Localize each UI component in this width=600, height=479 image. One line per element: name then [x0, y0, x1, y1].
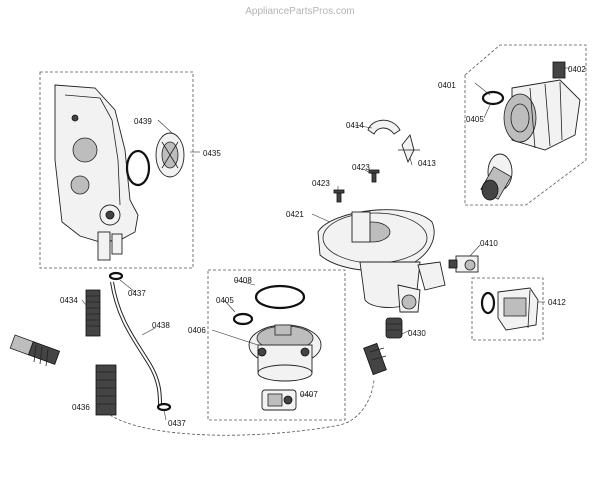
connection-line: [109, 379, 375, 436]
seal-ring-0405-top: [481, 90, 505, 106]
label-0405-mid: 0405: [216, 296, 234, 305]
label-0423-lower: 0423: [312, 179, 330, 188]
part-labels: 0401 0402 0405 0439 0435 0414 0413 0423 …: [60, 65, 586, 428]
label-0434: 0434: [60, 296, 78, 305]
label-0414: 0414: [346, 121, 364, 130]
part-0435-side-module: [54, 84, 139, 261]
label-0438: 0438: [152, 321, 170, 330]
part-0413-clip: [398, 134, 420, 164]
clamp-0437-top: [108, 271, 124, 281]
screw-0423-b: [333, 189, 345, 203]
part-0430-filter: [385, 317, 403, 339]
watermark-text: AppliancePartsPros.com: [245, 6, 355, 17]
label-0413: 0413: [418, 159, 436, 168]
label-0421: 0421: [286, 210, 304, 219]
seal-ring-0408: [254, 284, 306, 310]
label-0407: 0407: [300, 390, 318, 399]
label-0401: 0401: [438, 81, 456, 90]
part-0436-hose-section: [95, 364, 117, 416]
leader-lines: [81, 67, 570, 421]
label-0436: 0436: [72, 403, 90, 412]
screw-0423-a: [368, 169, 380, 183]
label-0412: 0412: [548, 298, 566, 307]
label-0408: 0408: [234, 276, 252, 285]
label-0423-upper: 0423: [352, 163, 370, 172]
label-0410: 0410: [480, 239, 498, 248]
label-0402: 0402: [568, 65, 586, 74]
label-0437-bottom: 0437: [168, 419, 186, 428]
drain-connector: [363, 342, 387, 376]
inlet-hose-connector: [9, 334, 61, 367]
group-boxes: [39, 44, 587, 421]
part-0410-valve: [448, 255, 479, 273]
seal-ring-0405-mid: [232, 312, 254, 326]
part-0434-hose-section: [85, 289, 101, 337]
label-0435: 0435: [203, 149, 221, 158]
part-0421-sump: [317, 209, 446, 313]
label-0406: 0406: [188, 326, 206, 335]
label-0430: 0430: [408, 329, 426, 338]
part-0407-motor: [261, 389, 297, 411]
seal-ring-0435: [125, 149, 151, 187]
part-0439-cap: [155, 132, 185, 178]
part-0414-bracket: [367, 119, 401, 135]
seal-ring-0412: [480, 291, 496, 315]
label-0439: 0439: [134, 117, 152, 126]
part-0412-heater: [497, 287, 539, 331]
label-0437-top: 0437: [128, 289, 146, 298]
clamp-0437-bottom: [156, 402, 172, 412]
label-0405-top: 0405: [466, 115, 484, 124]
part-0406-hydraulic-unit: [248, 324, 322, 382]
part-0401-pump: [480, 61, 581, 201]
